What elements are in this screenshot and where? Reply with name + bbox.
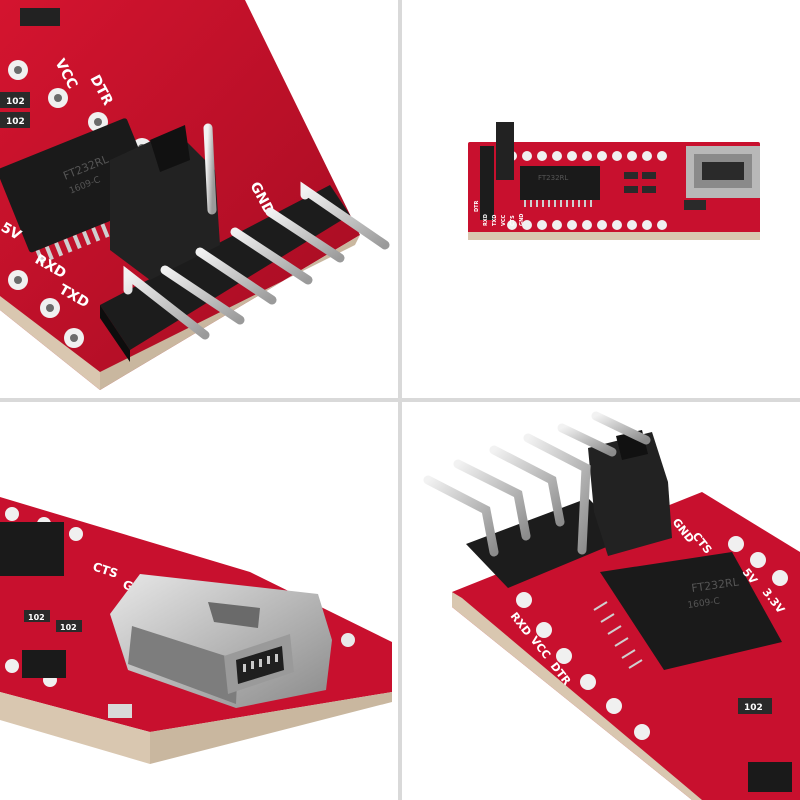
pcb-pads <box>516 536 788 740</box>
svg-text:TXD: TXD <box>492 215 498 226</box>
mini-usb-connector <box>686 146 760 198</box>
svg-text:102: 102 <box>6 117 25 127</box>
resistor <box>0 112 30 128</box>
smd-component <box>108 704 132 718</box>
svg-text:RXD: RXD <box>483 214 489 226</box>
svg-text:DTR: DTR <box>474 200 480 212</box>
pcb-edge <box>0 296 100 390</box>
resistor <box>0 92 30 108</box>
ft232-chip <box>0 522 64 576</box>
ft232-chip: FT232RL 1609-C <box>593 552 782 670</box>
svg-text:102: 102 <box>60 623 77 632</box>
jumper-cap <box>496 122 514 180</box>
pcb-edge <box>452 592 702 800</box>
smd-transistor <box>748 762 792 792</box>
photo-closeup-usb: CTS GND 102 102 <box>0 402 398 800</box>
photo-side-view: FT232RL 1609-C RXD VCC DTR GND CTS 5V 3.… <box>402 402 800 800</box>
led <box>341 633 355 647</box>
smd-component <box>20 8 60 26</box>
smd-parts <box>624 172 706 210</box>
jumper-cap <box>110 130 220 280</box>
resistor <box>56 620 82 632</box>
svg-text:1609-C: 1609-C <box>687 597 721 611</box>
svg-text:5V: 5V <box>0 220 24 244</box>
resistor <box>738 698 772 714</box>
header-pins <box>424 116 504 196</box>
pcb-edge <box>0 692 150 764</box>
svg-text:GND: GND <box>519 214 525 226</box>
svg-text:102: 102 <box>744 703 763 713</box>
pcb-pads-top <box>507 151 667 161</box>
svg-text:VCC: VCC <box>501 214 507 226</box>
mini-usb-connector <box>110 574 332 708</box>
pcb-pads-bottom <box>507 220 667 230</box>
ft232-chip: FT232RL 1609-C <box>0 118 159 265</box>
header-pins <box>423 411 651 557</box>
header-pins <box>123 123 390 340</box>
resistor <box>24 610 50 622</box>
ft232-chip <box>520 166 600 200</box>
svg-text:102: 102 <box>28 613 45 622</box>
svg-text:102: 102 <box>6 97 25 107</box>
photo-full-board: FT232RL <box>402 0 800 398</box>
svg-text:CTS: CTS <box>510 215 516 226</box>
photo-closeup-header-pins: 102 102 FT232RL 1609-C VCC DTR GND <box>0 0 398 398</box>
smd-transistor <box>22 650 66 678</box>
svg-text:FT232RL: FT232RL <box>538 174 568 182</box>
jumper-cap <box>588 432 672 556</box>
